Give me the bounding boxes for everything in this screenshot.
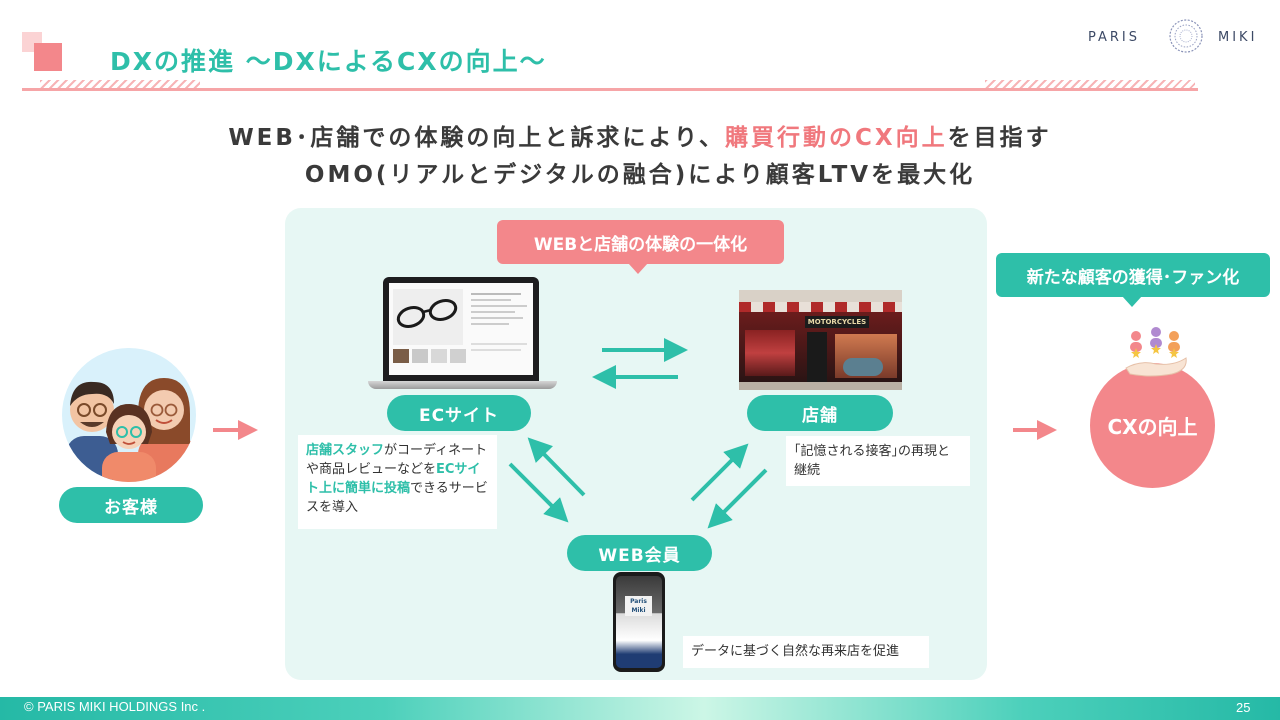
note-ec-text-1: がコーディネートや商品レビューなどを: [306, 443, 488, 477]
headline-emphasis: 購買行動のCX向上: [725, 125, 948, 151]
logo-text-right: MIKI: [1218, 30, 1258, 45]
web-member-label: WEB会員: [567, 535, 712, 571]
callout-acquisition-tip: [1122, 296, 1142, 307]
headline-line-1: WEB･店舗での体験の向上と訴求により、購買行動のCX向上を目指す: [0, 118, 1280, 152]
customer-label: お客様: [59, 487, 203, 523]
title-hatch-right: [985, 80, 1195, 90]
glasses-icon: [396, 299, 458, 328]
ec-laptop-image: [383, 277, 539, 381]
headline-text-end: を目指す: [947, 125, 1052, 151]
page-number: 25: [1236, 700, 1251, 715]
title-hatch-left: [40, 80, 200, 90]
customer-family-illustration: [62, 348, 196, 482]
callout-integration: WEBと店舗の体験の一体化: [497, 220, 784, 264]
title-underline: [22, 88, 1198, 91]
callout-integration-tip: [628, 263, 648, 274]
phone-logo: Paris Miki: [625, 596, 652, 616]
logo-text-left: PARIS: [1088, 30, 1141, 45]
customers-on-hand-icon: [1125, 327, 1187, 377]
ec-site-label: ECサイト: [387, 395, 531, 431]
note-ec-text-2: できるサービスを導入: [306, 481, 488, 515]
note-ec-site: 店舗スタッフがコーディネートや商品レビューなどをECサイト上に簡単に投稿できるサ…: [298, 435, 497, 529]
company-logo: PARIS MIKI: [1088, 18, 1268, 54]
copyright-text: © PARIS MIKI HOLDINGS Inc .: [24, 699, 206, 714]
family-icon: [66, 378, 196, 482]
smartphone-image: Paris Miki: [613, 572, 665, 672]
note-ec-highlight-1: 店舗スタッフ: [306, 443, 385, 458]
cx-improvement-circle: CXの向上: [1090, 363, 1215, 488]
note-store: ｢記憶される接客｣の再現と継続: [786, 436, 970, 486]
laptop-base: [368, 381, 557, 389]
callout-acquisition: 新たな顧客の獲得･ファン化: [996, 253, 1270, 297]
note-web-member: データに基づく自然な再来店を促進: [683, 636, 929, 668]
store-label: 店舗: [747, 395, 893, 431]
headline-text: WEB･店舗での体験の向上と訴求により、: [228, 125, 726, 151]
store-photo: MOTORCYCLES: [739, 290, 902, 390]
slide-title: DXの推進 ～DXによるCXの向上～: [110, 47, 547, 76]
logo-emblem-icon: [1169, 19, 1203, 53]
note-ec-highlight-2: ECサイト上に簡単に投稿: [306, 462, 481, 496]
title-decoration-square: [34, 43, 62, 71]
headline-line-2: OMO(リアルとデジタルの融合)により顧客LTVを最大化: [304, 162, 976, 188]
footer-bar: [0, 697, 1280, 720]
store-sign: MOTORCYCLES: [805, 316, 869, 328]
